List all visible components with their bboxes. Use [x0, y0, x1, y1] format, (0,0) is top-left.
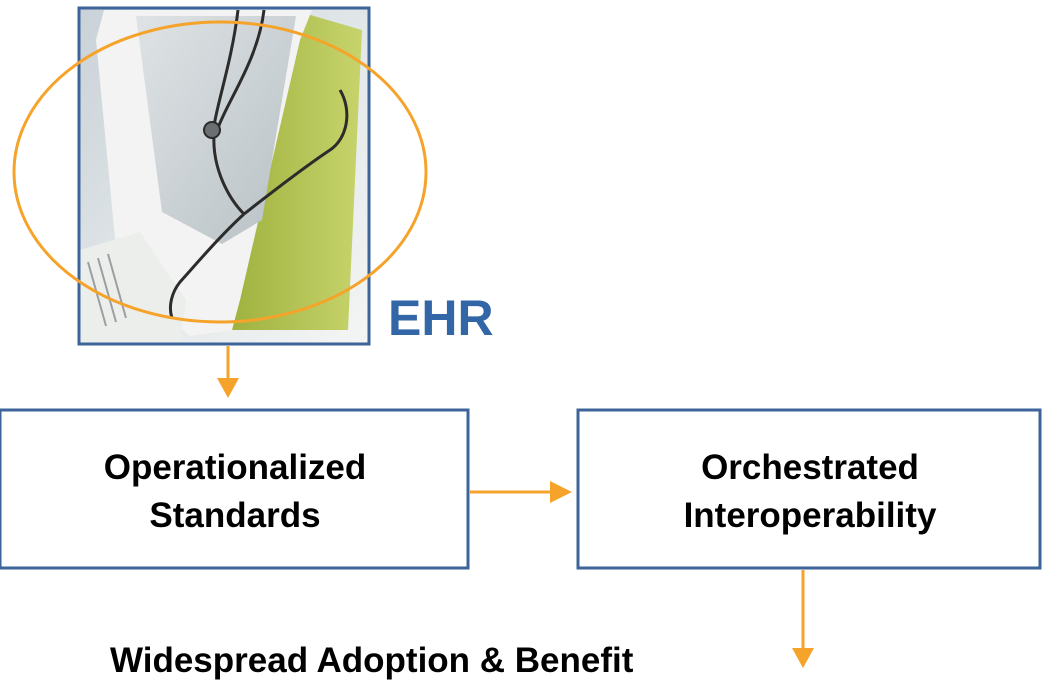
operationalized-standards-box — [0, 408, 470, 570]
ehr-photo — [77, 6, 371, 346]
highlight-ellipse — [12, 20, 428, 324]
arrow-interoperability-to-adoption — [792, 570, 814, 668]
orchestrated-interoperability-box — [576, 408, 1042, 570]
operationalized-standards-line1: Operationalized — [103, 448, 367, 487]
ehr-label: EHR — [388, 290, 494, 346]
arrow-ehr-to-standards — [217, 346, 239, 398]
arrow-standards-to-interoperability — [470, 481, 572, 503]
orchestrated-interoperability-line2: Interoperability — [683, 496, 937, 535]
operationalized-standards-label: Operationalized Standards — [0, 444, 470, 540]
operationalized-standards-line2: Standards — [149, 496, 321, 535]
widespread-adoption-label: Widespread Adoption & Benefit — [110, 641, 634, 680]
stethoscope-chestpiece — [203, 121, 221, 139]
monitor-side-panel — [232, 12, 362, 330]
photo-frame — [77, 6, 371, 346]
orchestrated-interoperability-line1: Orchestrated — [701, 448, 919, 487]
orchestrated-interoperability-label: Orchestrated Interoperability — [578, 444, 1042, 540]
